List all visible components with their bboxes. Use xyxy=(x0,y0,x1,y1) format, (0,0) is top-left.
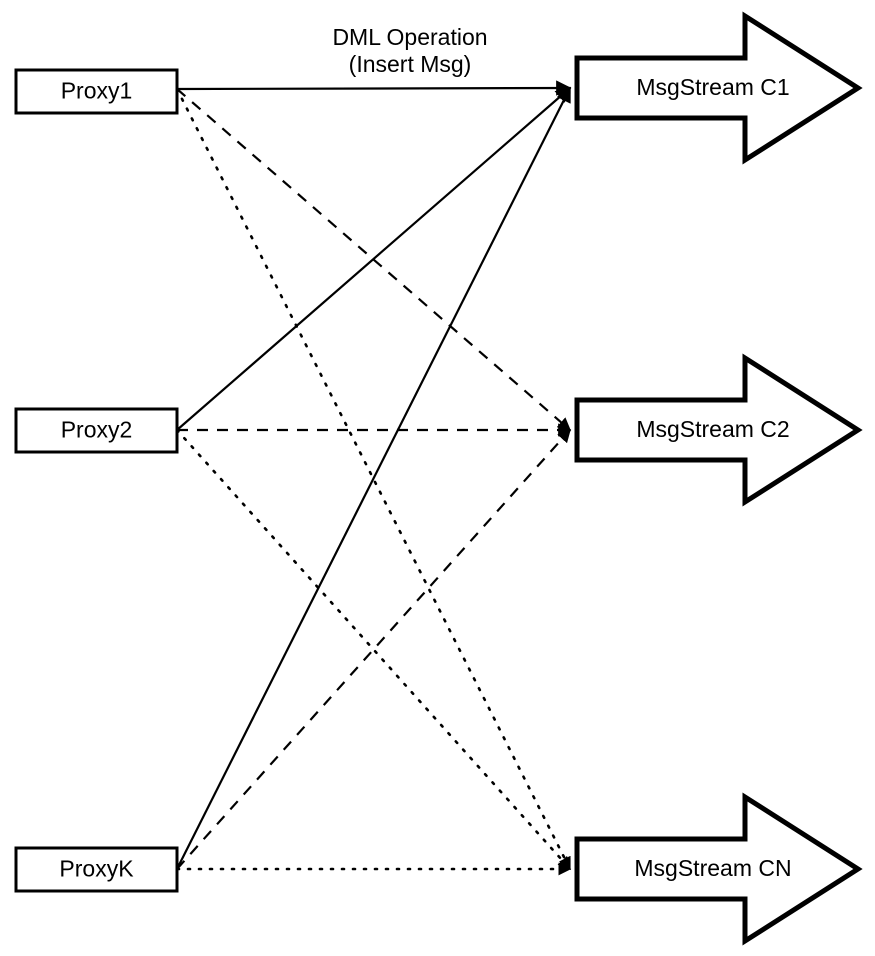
node-box-shape xyxy=(14,407,179,454)
edge-proxy1-to-c1 xyxy=(176,80,572,96)
msgstream-label: MsgStream C2 xyxy=(636,416,789,442)
node-label: Proxy2 xyxy=(61,417,133,443)
msgstream-cn[interactable]: MsgStream CN xyxy=(574,792,863,946)
edge-proxy2-to-cn xyxy=(175,428,572,871)
msgstream-arrow-shape xyxy=(574,11,863,165)
node-box-shape xyxy=(14,846,179,893)
msgstream-arrow-shape xyxy=(574,353,863,507)
caption-line-1: DML Operation xyxy=(332,24,487,50)
edge-proxyk-to-c1 xyxy=(176,86,571,870)
node-proxy1[interactable]: Proxy1 xyxy=(14,68,179,115)
node-proxyk[interactable]: ProxyK xyxy=(14,846,179,893)
caption-line-2: (Insert Msg) xyxy=(349,51,472,77)
edge-proxy2-to-c1 xyxy=(176,86,572,431)
edge-proxy1-to-cn xyxy=(175,87,572,871)
edge-layer xyxy=(175,80,572,876)
msgstream-arrow-shape xyxy=(574,792,863,946)
caption-dml-operation: DML Operation(Insert Msg) xyxy=(332,24,487,77)
msgstream-c2[interactable]: MsgStream C2 xyxy=(574,353,863,507)
stream-layer: MsgStream C1 MsgStream C2 MsgStream CN xyxy=(574,11,863,946)
caption-layer: DML Operation(Insert Msg) xyxy=(332,24,487,77)
node-box-shape xyxy=(14,68,179,115)
msgstream-label: MsgStream CN xyxy=(634,855,791,881)
msgstream-label: MsgStream C1 xyxy=(636,74,789,100)
node-label: ProxyK xyxy=(59,856,134,882)
msgstream-c1[interactable]: MsgStream C1 xyxy=(574,11,863,165)
node-label: Proxy1 xyxy=(61,78,133,104)
node-proxy2[interactable]: Proxy2 xyxy=(14,407,179,454)
